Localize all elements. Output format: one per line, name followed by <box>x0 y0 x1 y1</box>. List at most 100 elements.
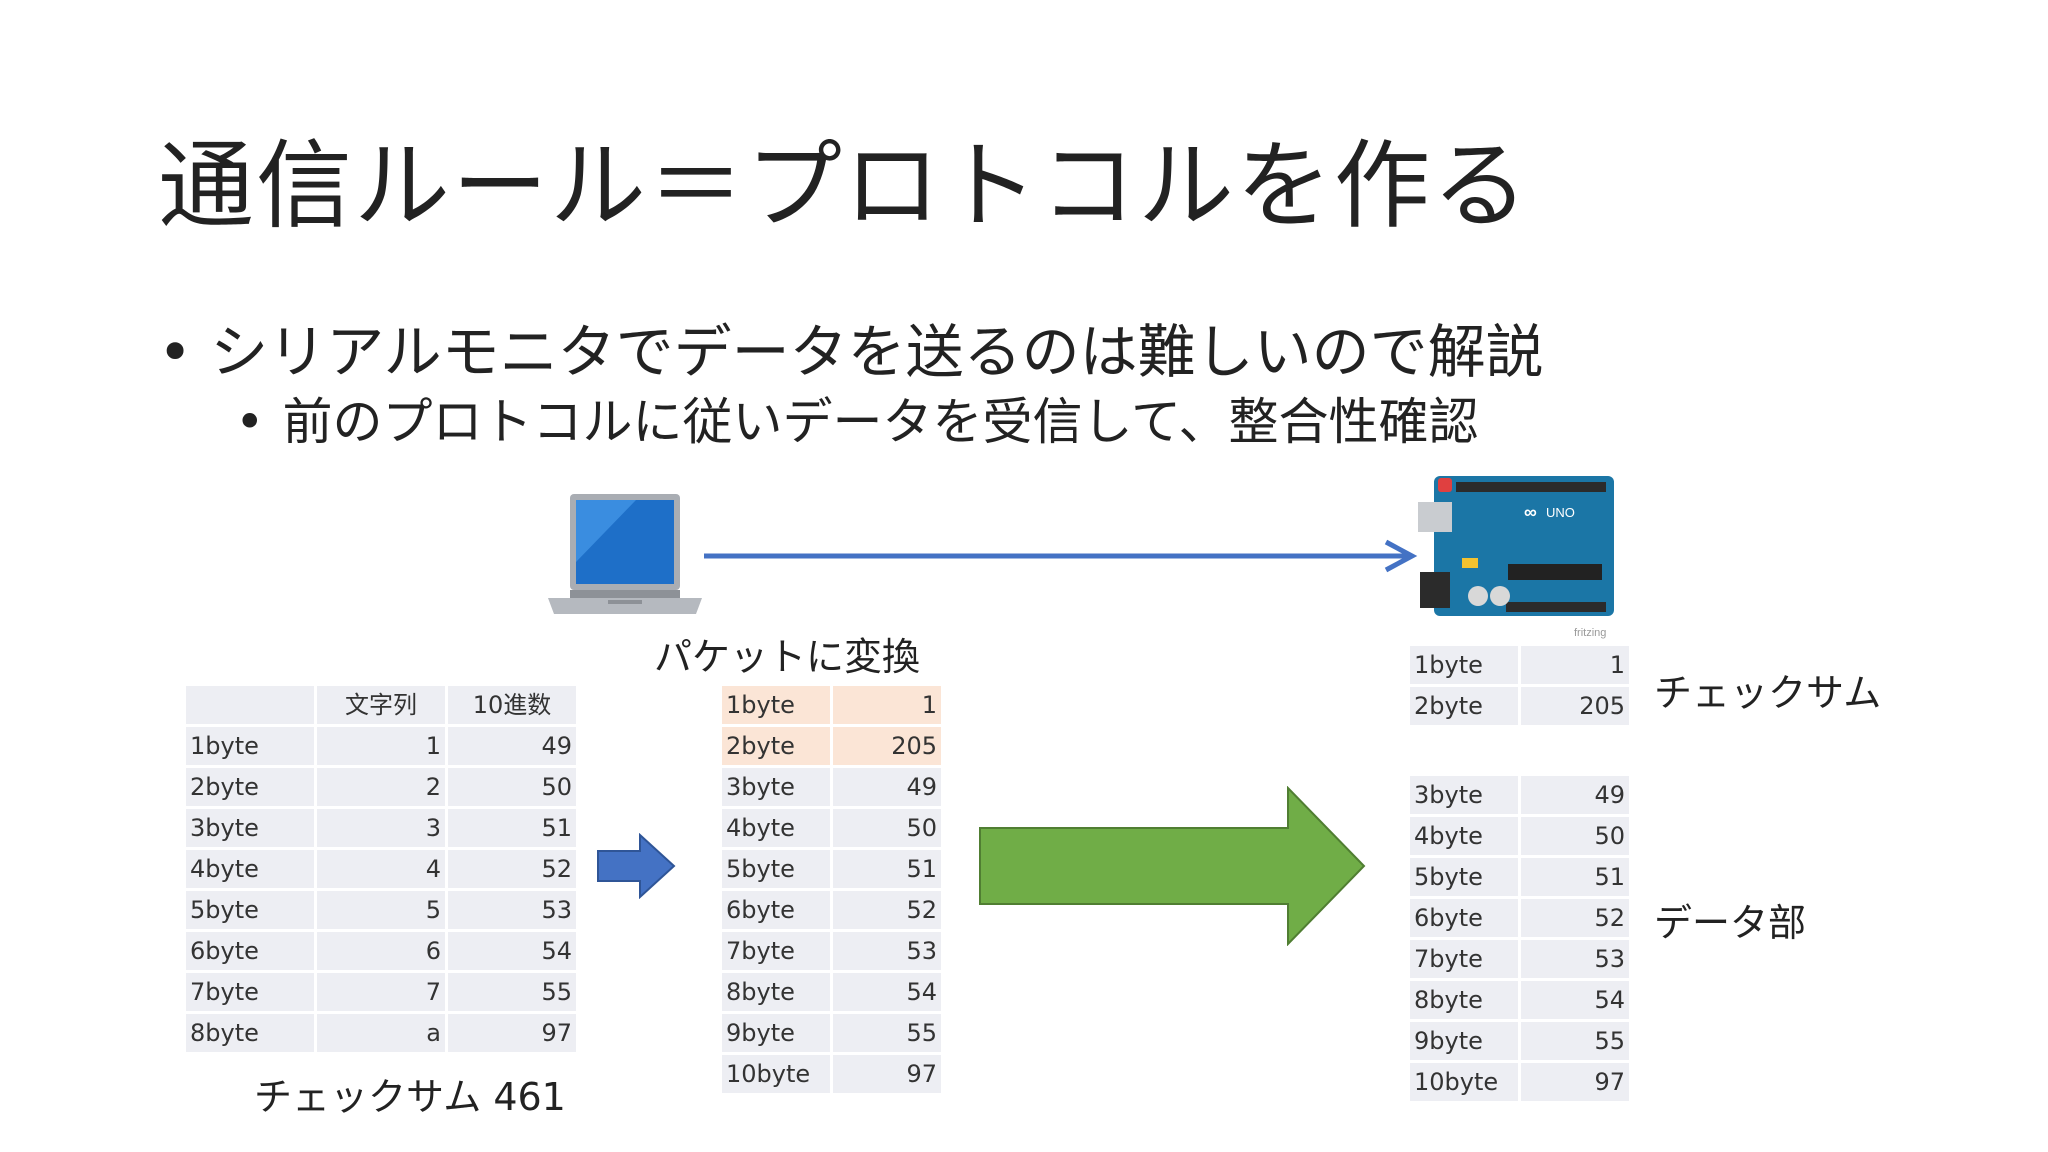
bullet-level-1-text: シリアルモニタでデータを送るのは難しいので解説 <box>210 318 1544 386</box>
decimal-value: 51 <box>448 809 579 850</box>
char-value: 1 <box>317 727 448 768</box>
char-value: a <box>317 1014 448 1055</box>
byte-label: 4byte <box>722 809 833 850</box>
byte-label: 8byte <box>722 973 833 1014</box>
byte-value: 205 <box>1521 687 1632 728</box>
byte-label: 10byte <box>722 1055 833 1096</box>
table-header-cell <box>186 686 317 727</box>
byte-label: 3byte <box>186 809 317 850</box>
byte-label: 9byte <box>1410 1022 1521 1063</box>
byte-value: 97 <box>1521 1063 1632 1104</box>
byte-value: 49 <box>1521 776 1632 817</box>
byte-value: 205 <box>833 727 944 768</box>
byte-label: 6byte <box>1410 899 1521 940</box>
byte-value: 97 <box>833 1055 944 1096</box>
byte-value: 55 <box>1521 1022 1632 1063</box>
top-arrow <box>704 539 1418 573</box>
byte-value: 49 <box>833 768 944 809</box>
decimal-value: 54 <box>448 932 579 973</box>
byte-value: 53 <box>1521 940 1632 981</box>
data-label: データ部 <box>1654 901 1807 945</box>
byte-label: 5byte <box>186 891 317 932</box>
decimal-value: 53 <box>448 891 579 932</box>
byte-value: 50 <box>1521 817 1632 858</box>
char-value: 6 <box>317 932 448 973</box>
byte-value: 55 <box>833 1014 944 1055</box>
bullet-level-2-text: 前のプロトコルに従いデータを受信して、整合性確認 <box>282 393 1479 451</box>
byte-label: 7byte <box>722 932 833 973</box>
green-right-arrow <box>979 786 1366 946</box>
byte-label: 4byte <box>1410 817 1521 858</box>
svg-text:∞: ∞ <box>1524 502 1537 522</box>
board-logo: UNO <box>1546 505 1575 520</box>
byte-label: 1byte <box>1410 646 1521 687</box>
checksum-label: チェックサム <box>1654 671 1882 715</box>
byte-label: 7byte <box>186 973 317 1014</box>
laptop-icon <box>548 494 702 614</box>
table-header-cell: 文字列 <box>317 686 448 727</box>
byte-label: 7byte <box>1410 940 1521 981</box>
byte-label: 2byte <box>1410 687 1521 728</box>
char-value: 7 <box>317 973 448 1014</box>
decimal-value: 97 <box>448 1014 579 1055</box>
byte-value: 54 <box>833 973 944 1014</box>
fritzing-label: fritzing <box>1574 627 1606 639</box>
byte-label: 2byte <box>186 768 317 809</box>
byte-label: 2byte <box>722 727 833 768</box>
decimal-value: 55 <box>448 973 579 1014</box>
char-value: 3 <box>317 809 448 850</box>
byte-value: 52 <box>1521 899 1632 940</box>
byte-label: 8byte <box>1410 981 1521 1022</box>
decimal-value: 50 <box>448 768 579 809</box>
table-header-cell: 10進数 <box>448 686 579 727</box>
byte-label: 6byte <box>722 891 833 932</box>
char-value: 2 <box>317 768 448 809</box>
byte-label: 8byte <box>186 1014 317 1055</box>
byte-label: 5byte <box>1410 858 1521 899</box>
byte-label: 9byte <box>722 1014 833 1055</box>
table-header-row: 文字列 10進数 <box>186 686 579 727</box>
byte-label: 3byte <box>722 768 833 809</box>
byte-value: 51 <box>1521 858 1632 899</box>
decimal-value: 49 <box>448 727 579 768</box>
bullet-level-1: •シリアルモニタでデータを送るのは難しいので解説 <box>158 305 1544 389</box>
byte-value: 1 <box>1521 646 1632 687</box>
blue-right-arrow <box>597 833 676 899</box>
bullet-dot: • <box>235 393 265 451</box>
byte-label: 1byte <box>186 727 317 768</box>
packet-label: パケットに変換 <box>654 635 921 679</box>
byte-label: 3byte <box>1410 776 1521 817</box>
byte-label: 5byte <box>722 850 833 891</box>
byte-label: 1byte <box>722 686 833 727</box>
char-value: 5 <box>317 891 448 932</box>
decimal-value: 52 <box>448 850 579 891</box>
byte-label: 10byte <box>1410 1063 1521 1104</box>
byte-value: 52 <box>833 891 944 932</box>
bullet-dot: • <box>158 318 193 386</box>
byte-value: 50 <box>833 809 944 850</box>
slide-title: 通信ルール＝プロトコルを作る <box>158 130 1530 242</box>
